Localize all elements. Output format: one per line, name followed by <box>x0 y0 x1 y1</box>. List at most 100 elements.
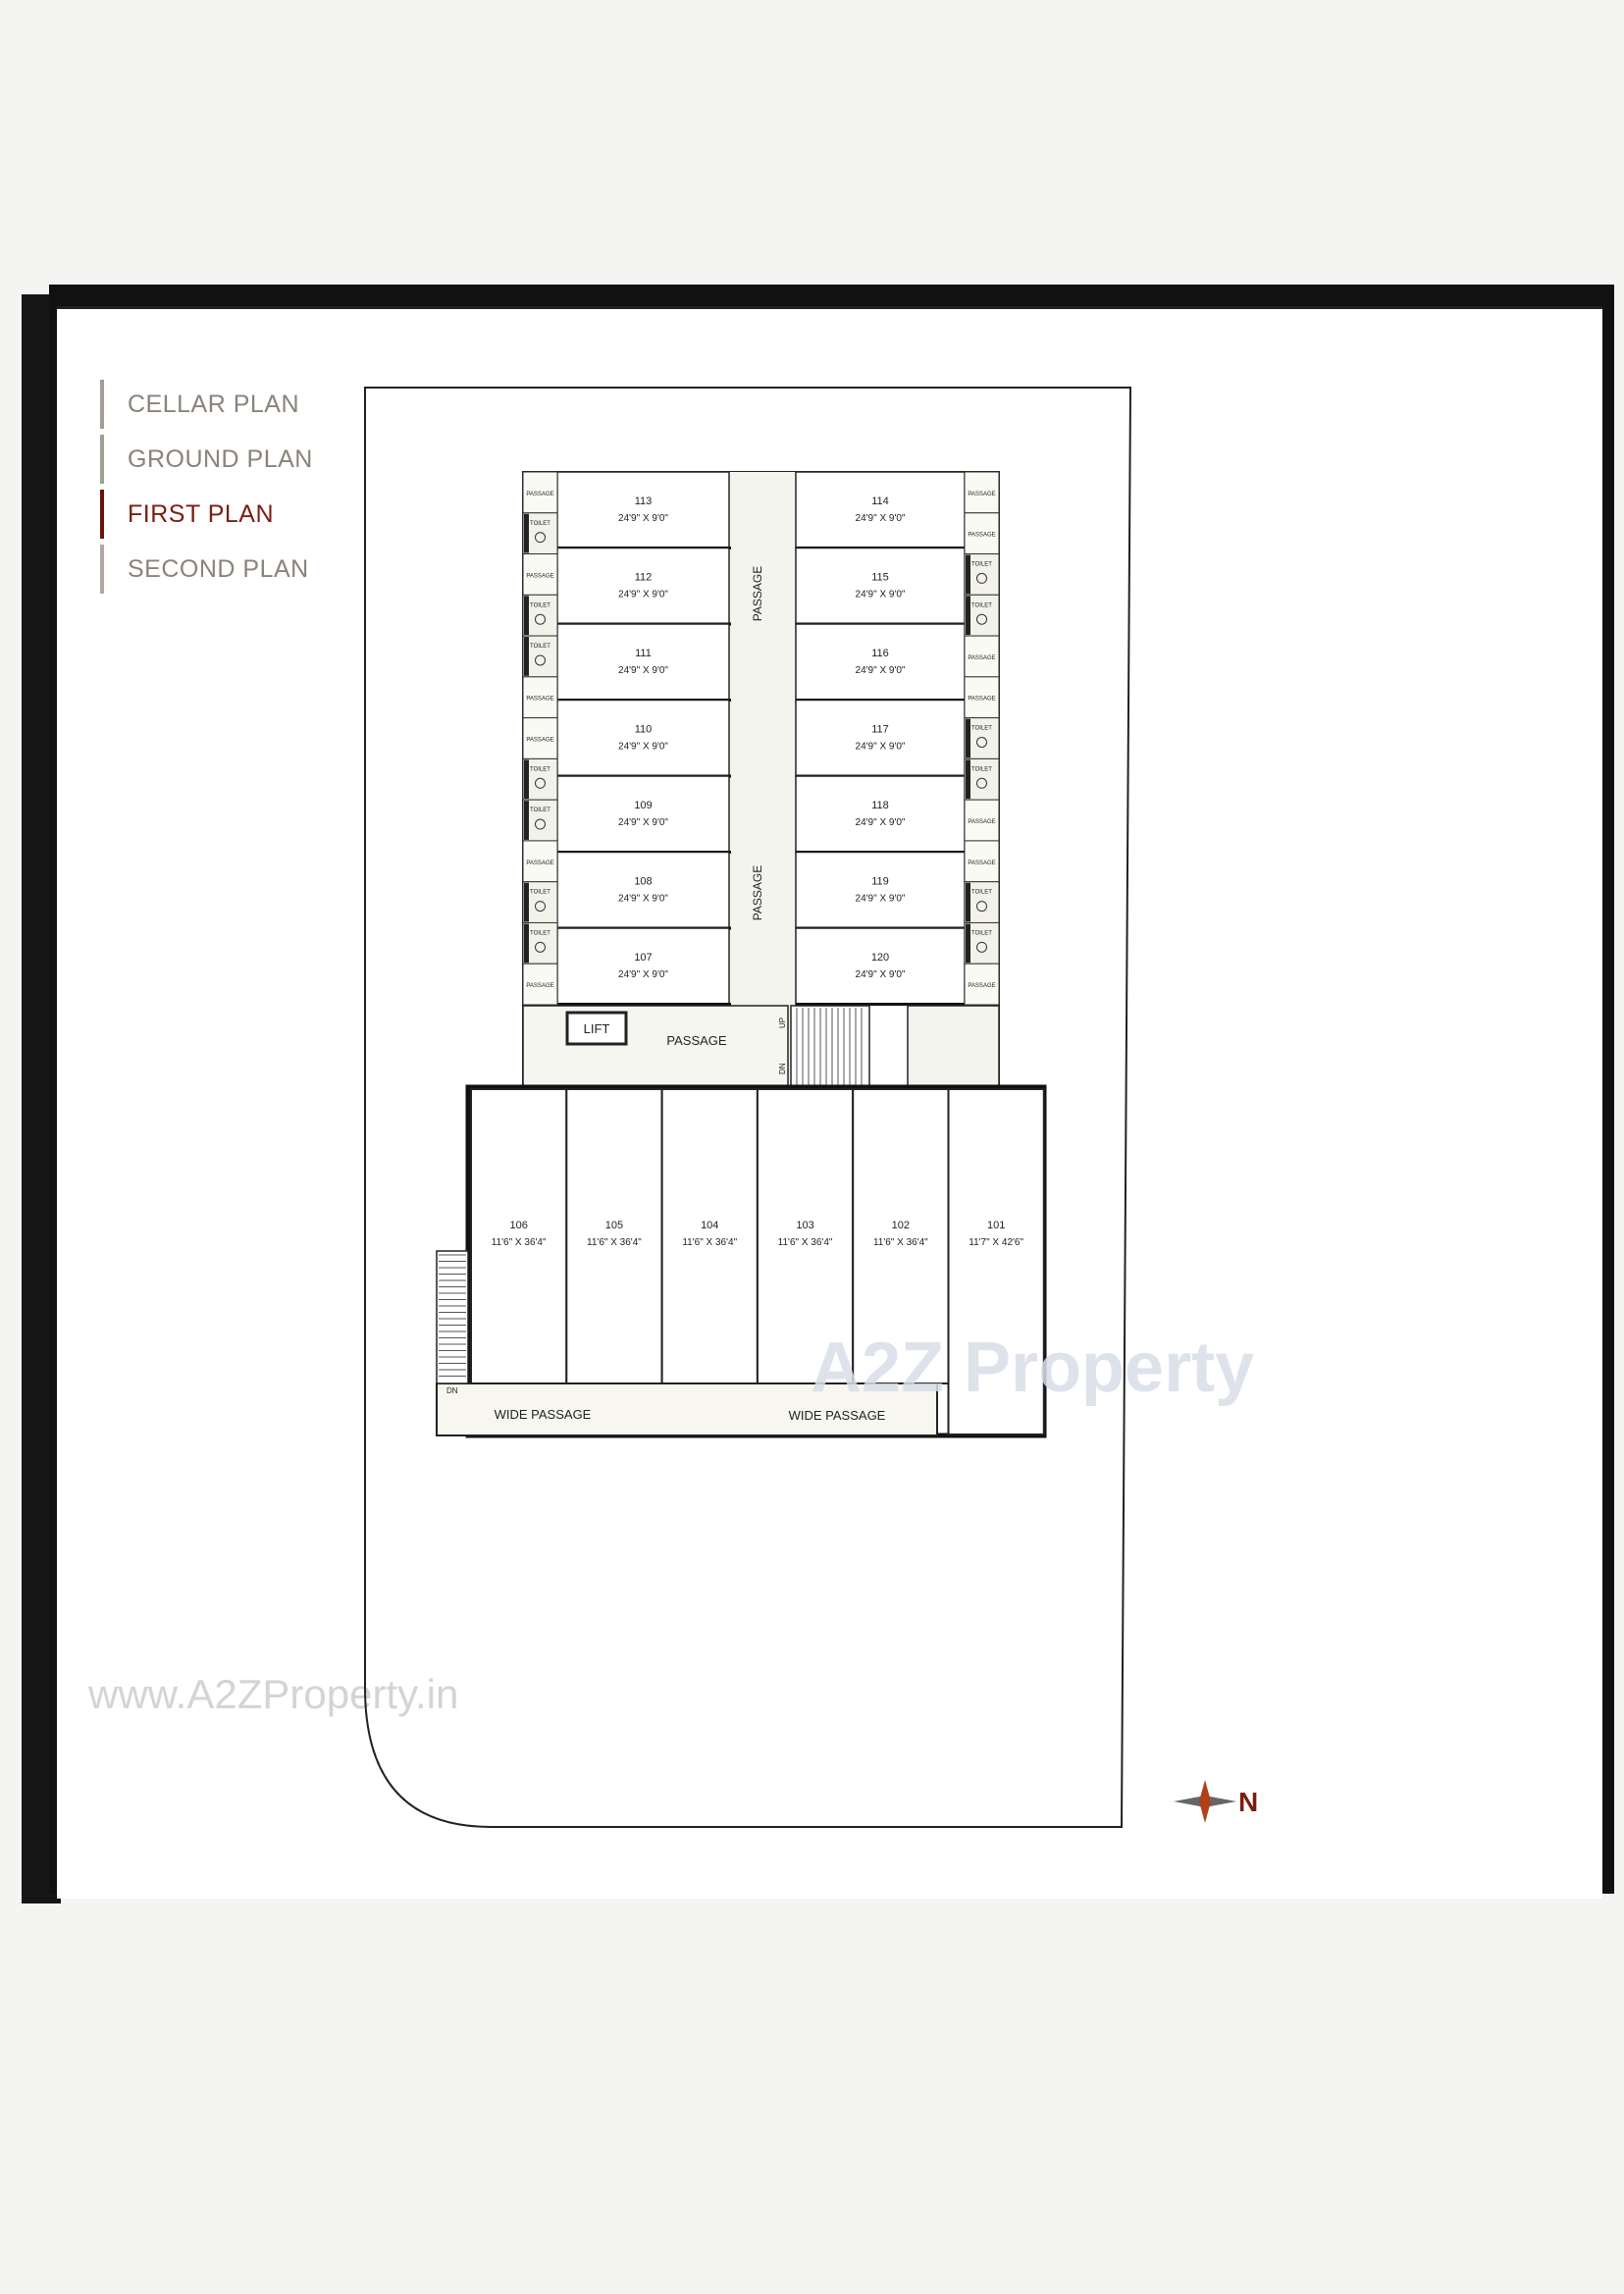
unit-number: 115 <box>871 572 889 584</box>
passage-label: PASSAGE <box>968 819 995 825</box>
central-passage-label-2: PASSAGE <box>751 865 764 920</box>
unit-size: 11'6" X 36'4" <box>587 1237 642 1248</box>
toilet-label: TOILET <box>971 890 992 896</box>
unit-size: 24'9" X 9'0" <box>856 513 906 524</box>
unit-size: 24'9" X 9'0" <box>618 513 668 524</box>
unit-outline <box>795 775 966 854</box>
unit-size: 24'9" X 9'0" <box>618 894 668 905</box>
north-label: N <box>1238 1787 1258 1817</box>
passage-label: PASSAGE <box>968 533 995 539</box>
menu-item-second-plan[interactable]: SECOND PLAN <box>100 545 313 600</box>
unit-size: 24'9" X 9'0" <box>618 969 668 980</box>
unit-size: 24'9" X 9'0" <box>856 665 906 676</box>
passage-label: PASSAGE <box>526 860 553 866</box>
passage-label: PASSAGE <box>968 860 995 866</box>
toilet-icon <box>976 737 987 748</box>
unit-size: 11'6" X 36'4" <box>492 1237 547 1248</box>
menu-item-label: CELLAR PLAN <box>128 391 300 418</box>
wide-passage <box>436 1382 938 1436</box>
unit-size: 24'9" X 9'0" <box>618 590 668 600</box>
plot-boundary <box>364 387 1132 1828</box>
toilet-icon <box>535 654 546 666</box>
unit-outline <box>795 547 966 625</box>
passage-label: PASSAGE <box>526 573 553 579</box>
toilet-icon <box>535 532 546 544</box>
logo-watermark: A2Z Property <box>811 1329 1254 1407</box>
passage-cell <box>522 471 558 514</box>
unit-size: 24'9" X 9'0" <box>856 969 906 980</box>
unit-number: 108 <box>634 876 652 888</box>
unit-number: 113 <box>635 495 653 507</box>
unit-number: 105 <box>605 1220 623 1231</box>
unit-size: 24'9" X 9'0" <box>856 817 906 828</box>
unit-size: 24'9" X 9'0" <box>856 742 906 753</box>
toilet-label: TOILET <box>971 602 992 608</box>
toilet-icon <box>535 777 546 789</box>
passage-cell <box>964 471 1000 514</box>
unit-size: 11'7" X 42'6" <box>969 1237 1023 1248</box>
front-unit-outline <box>470 1088 568 1384</box>
menu-item-first-plan[interactable]: FIRST PLAN <box>100 490 313 545</box>
unit-size: 11'6" X 36'4" <box>873 1237 928 1248</box>
menu-item-cellar-plan[interactable]: CELLAR PLAN <box>100 380 313 435</box>
toilet-label: TOILET <box>530 808 550 813</box>
unit-number: 107 <box>634 952 652 964</box>
unit-number: 106 <box>509 1220 527 1231</box>
unit-number: 117 <box>871 724 889 736</box>
toilet-icon <box>976 613 987 625</box>
toilet-label: TOILET <box>530 766 550 772</box>
website-watermark: www.A2ZProperty.in <box>88 1671 459 1717</box>
passage-label: PASSAGE <box>968 983 995 989</box>
passage-cell <box>964 963 1000 1006</box>
menu-item-label: GROUND PLAN <box>128 445 313 473</box>
toilet-wall <box>524 882 529 922</box>
north-indicator: N <box>1166 1774 1264 1838</box>
unit-outline <box>556 547 730 625</box>
unit-size: 11'6" X 36'4" <box>778 1237 833 1248</box>
plan-menu: CELLAR PLAN GROUND PLAN FIRST PLAN SECON… <box>100 380 313 600</box>
wide-passage-label-1: WIDE PASSAGE <box>495 1407 592 1422</box>
service-core <box>907 1005 1000 1088</box>
front-unit-outline <box>565 1088 663 1384</box>
unit-size: 24'9" X 9'0" <box>618 817 668 828</box>
passage-cell <box>964 676 1000 719</box>
passage-label: PASSAGE <box>526 697 553 703</box>
menu-item-ground-plan[interactable]: GROUND PLAN <box>100 435 313 490</box>
passage-cell <box>522 840 558 883</box>
passage-cell <box>964 799 1000 842</box>
side-stair <box>436 1250 469 1384</box>
staircase <box>790 1005 870 1088</box>
lift-label: LIFT <box>584 1021 610 1036</box>
toilet-wall <box>966 554 970 595</box>
toilet-label: TOILET <box>530 521 550 527</box>
unit-number: 109 <box>634 800 652 811</box>
unit-number: 119 <box>871 876 889 888</box>
unit-number: 112 <box>635 572 653 584</box>
toilet-label: TOILET <box>530 644 550 650</box>
toilet-wall <box>966 718 970 758</box>
unit-outline <box>556 699 730 777</box>
unit-outline <box>795 471 966 549</box>
menu-bar <box>100 435 104 484</box>
toilet-wall <box>524 923 529 964</box>
menu-bar <box>100 545 104 594</box>
toilet-icon <box>976 901 987 912</box>
compass-icon: N <box>1174 1780 1258 1823</box>
menu-bar <box>100 490 104 539</box>
lift[interactable] <box>565 1011 628 1046</box>
passage-label: PASSAGE <box>968 492 995 497</box>
menu-item-label: SECOND PLAN <box>128 555 309 583</box>
unit-outline <box>795 927 966 1006</box>
passage-label: PASSAGE <box>526 492 553 497</box>
toilet-icon <box>976 777 987 789</box>
unit-number: 101 <box>987 1220 1005 1231</box>
front-unit-outline <box>756 1088 855 1384</box>
toilet-wall <box>524 637 529 676</box>
unit-size: 11'6" X 36'4" <box>682 1237 737 1248</box>
passage-cell <box>964 635 1000 678</box>
toilet-icon <box>535 941 546 953</box>
